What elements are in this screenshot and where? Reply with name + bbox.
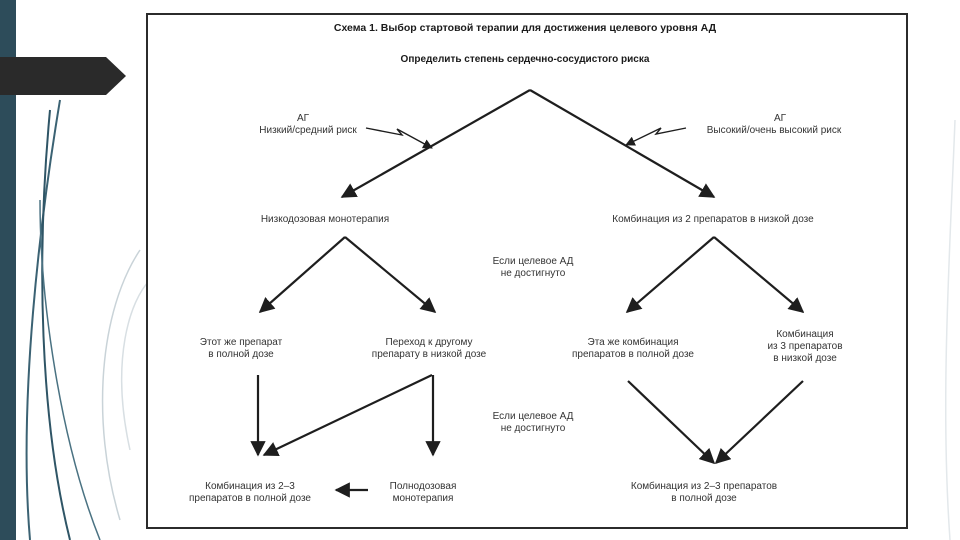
node-combo-three-low-line2: из 3 препаратов (767, 341, 843, 352)
arrow-to-switch-drug (344, 236, 437, 313)
node-same-combo-full-line1: Эта же комбинация (587, 337, 679, 348)
arrow-to-combo-two-low (529, 89, 716, 198)
pointer-low-risk (365, 127, 433, 149)
condition-second-line1: Если целевое АД (492, 411, 574, 422)
risk-high-line2: Высокий/очень высокий риск (706, 125, 842, 136)
arrow-combo-three-to-final (714, 380, 804, 465)
node-full-dose-mono-line2: монотерапия (392, 493, 454, 504)
node-combo-three-low-line1: Комбинация (776, 329, 834, 340)
arrow-to-same-combo-full (625, 236, 715, 314)
deco-curve (120, 279, 151, 451)
node-combo-three-low-line3: в низкой дозе (773, 353, 837, 364)
condition-first-line2: не достигнуто (500, 268, 566, 279)
node-combo-two-three-full-line2: препаратов в полной дозе (189, 493, 311, 504)
risk-low-line2: Низкий/средний риск (259, 125, 357, 136)
arrow-to-low-dose-mono (340, 89, 531, 198)
arrow-same-combo-to-final (627, 380, 716, 465)
arrow-to-same-drug-full (258, 236, 346, 314)
deco-curve (944, 119, 956, 540)
node-combo-two-low: Комбинация из 2 препаратов в низкой дозе (612, 214, 814, 225)
node-full-dose-mono-line1: Полнодозовая (389, 481, 457, 492)
pointer-high-risk (625, 127, 687, 146)
node-switch-drug-line2: препарату в низкой дозе (371, 349, 487, 360)
node-same-drug-full-line2: в полной дозе (208, 349, 274, 360)
deco-curve (41, 109, 71, 540)
scheme-subtitle: Определить степень сердечно-сосудистого … (400, 54, 650, 65)
arrow-to-combo-three-low (713, 236, 805, 313)
node-switch-drug-line1: Переход к другому (385, 337, 473, 348)
risk-low-line1: АГ (296, 113, 310, 124)
node-same-drug-full-line1: Этот же препарат (199, 337, 283, 348)
node-combo-two-three-full-right-line2: в полной дозе (671, 493, 737, 504)
deco-curve (39, 199, 101, 540)
risk-high-line1: АГ (773, 113, 787, 124)
flow-arrows (250, 89, 805, 498)
node-same-combo-full-line2: препаратов в полной дозе (572, 349, 694, 360)
scheme-title: Схема 1. Выбор стартовой терапии для дос… (333, 22, 717, 34)
deco-curve (101, 249, 141, 521)
deco-curve (25, 99, 61, 540)
node-low-dose-mono: Низкодозовая монотерапия (260, 214, 390, 225)
node-combo-two-three-full-line1: Комбинация из 2–3 (205, 481, 295, 492)
node-combo-two-three-full-right-line1: Комбинация из 2–3 препаратов (630, 481, 778, 492)
slide-tab-marker (0, 57, 126, 95)
condition-first-line1: Если целевое АД (492, 256, 574, 267)
arrow-switch-to-combo (262, 374, 433, 456)
slide-left-band (0, 0, 16, 540)
scheme-figure: Схема 1. Выбор стартовой терапии для дос… (146, 13, 908, 529)
condition-second-line2: не достигнуто (500, 423, 566, 434)
